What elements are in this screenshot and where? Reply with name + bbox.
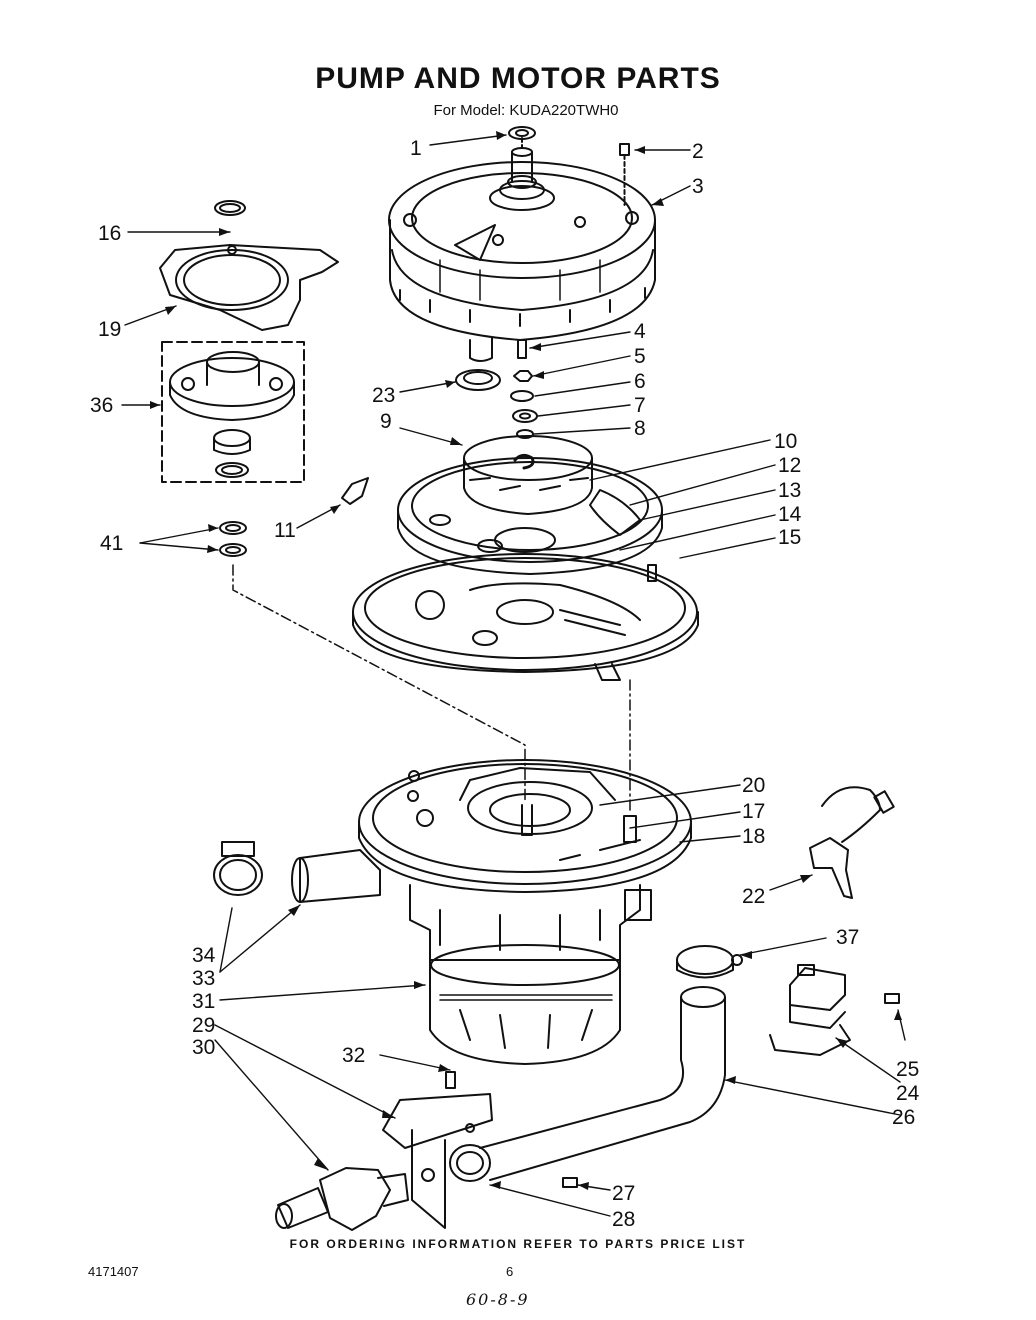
ordering-note: FOR ORDERING INFORMATION REFER TO PARTS … <box>289 1237 747 1251</box>
callout-25: 25 <box>896 1058 919 1081</box>
part-29-bracket <box>382 1093 493 1229</box>
part-23-seal <box>455 369 501 391</box>
callout-labels: 1 2 3 4 5 6 7 8 9 10 11 12 13 14 15 16 1… <box>90 137 920 1231</box>
part-22-sensor <box>809 786 895 899</box>
part-8-washer <box>516 429 534 439</box>
model-subtitle: For Model: KUDA220TWH0 <box>433 102 619 119</box>
callout-29: 29 <box>192 1014 215 1037</box>
callout-10: 10 <box>774 430 797 453</box>
callout-41: 41 <box>100 532 123 555</box>
callout-2: 2 <box>692 140 704 163</box>
callout-31: 31 <box>192 990 215 1013</box>
callout-1: 1 <box>410 137 422 160</box>
callout-7: 7 <box>634 394 646 417</box>
motor-body <box>409 884 652 1065</box>
callout-14: 14 <box>778 503 802 526</box>
motor-shaft <box>489 137 555 211</box>
callout-9: 9 <box>380 410 392 433</box>
part-41-seals <box>219 521 247 557</box>
callout-12: 12 <box>778 454 801 477</box>
page-title: PUMP AND MOTOR PARTS <box>315 62 721 95</box>
part-25-screw <box>884 993 900 1004</box>
callout-22: 22 <box>742 885 765 908</box>
callout-5: 5 <box>634 345 646 368</box>
callout-11: 11 <box>274 519 296 542</box>
pump-housing <box>397 457 663 575</box>
callout-17: 17 <box>742 800 765 823</box>
part-16-o-ring <box>214 200 246 216</box>
callout-13: 13 <box>778 479 801 502</box>
callout-6: 6 <box>634 370 646 393</box>
part-26-hose <box>479 986 726 1181</box>
callout-16: 16 <box>98 222 121 245</box>
part-19-gasket <box>159 244 339 331</box>
part-1-washer <box>508 126 536 140</box>
part-11-clip <box>341 477 369 505</box>
arrowheads <box>150 131 902 1190</box>
part-7-seal <box>512 409 538 423</box>
part-2-screw <box>619 143 630 206</box>
callout-26: 26 <box>892 1106 915 1129</box>
callout-8: 8 <box>634 417 646 440</box>
handwritten-note: 60-8-9 <box>466 1290 530 1309</box>
part-37-clamp <box>676 945 743 979</box>
callout-34: 34 <box>192 944 216 967</box>
callout-37: 37 <box>836 926 859 949</box>
callout-18: 18 <box>742 825 765 848</box>
callout-15: 15 <box>778 526 801 549</box>
part-32-screw <box>445 1071 456 1089</box>
part-27-screw <box>562 1177 578 1188</box>
callout-3: 3 <box>692 175 704 198</box>
part-15-screw <box>647 564 657 582</box>
pump-base-flange <box>358 759 692 893</box>
leader-lines <box>121 134 906 1217</box>
callout-20: 20 <box>742 774 765 797</box>
part-34-clamp <box>213 841 263 896</box>
callout-4: 4 <box>634 320 646 343</box>
callout-19: 19 <box>98 318 121 341</box>
callout-32: 32 <box>342 1044 365 1067</box>
part-28-clamp <box>449 1144 491 1182</box>
callout-36: 36 <box>90 394 113 417</box>
alignment-lines <box>232 564 631 811</box>
callout-24: 24 <box>896 1082 920 1105</box>
page-number: 6 <box>506 1264 514 1279</box>
callout-30: 30 <box>192 1036 215 1059</box>
part-4-screw <box>517 339 527 359</box>
motor-housing-top <box>388 161 656 362</box>
callout-27: 27 <box>612 1182 635 1205</box>
callout-28: 28 <box>612 1208 635 1231</box>
part-6-washer <box>510 390 534 402</box>
document-number: 4171407 <box>88 1264 139 1279</box>
part-33-inlet <box>291 849 381 903</box>
part-30-fitting <box>275 1167 409 1231</box>
part-5-nut <box>513 370 533 382</box>
part-9-impeller <box>463 435 593 515</box>
lower-plate <box>352 553 699 681</box>
part-36-pump-assembly <box>161 341 305 483</box>
callout-23: 23 <box>372 384 395 407</box>
callout-33: 33 <box>192 967 215 990</box>
part-24-switch <box>769 964 851 1056</box>
